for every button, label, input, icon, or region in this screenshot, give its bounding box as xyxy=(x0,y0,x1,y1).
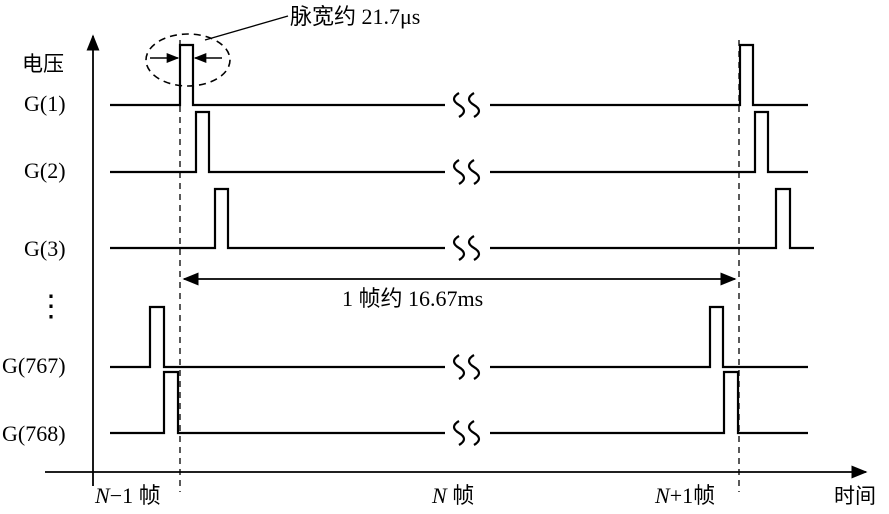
signal-label-g768: G(768) xyxy=(2,421,66,446)
x-axis-label: 时间 xyxy=(834,484,876,508)
waveform-g2 xyxy=(110,110,808,174)
frame-label-prev: N−1 帧 xyxy=(94,483,161,508)
signal-label-g767: G(767) xyxy=(2,353,66,378)
signal-label-g3: G(3) xyxy=(24,236,66,261)
ellipsis-mark: ⋮ xyxy=(36,290,66,323)
wavy-break-icon xyxy=(452,420,481,446)
pulse-width-highlight xyxy=(145,33,231,87)
frame-label-current: N 帧 xyxy=(431,483,474,508)
signal-label-g2: G(2) xyxy=(24,158,66,183)
signal-label-g1: G(1) xyxy=(24,91,66,116)
waveform-g767 xyxy=(110,305,808,369)
wavy-break-icon xyxy=(452,235,481,261)
wavy-break-icon xyxy=(452,92,481,118)
waveform-g1 xyxy=(110,43,808,107)
y-axis-label: 电压 xyxy=(22,52,64,76)
pulse-width-label: 脉宽约 21.7μs xyxy=(290,4,420,29)
waveform-g768 xyxy=(110,370,808,435)
frame-duration-label: 1 帧约 16.67ms xyxy=(342,286,483,311)
waveform-g3 xyxy=(110,187,814,250)
wavy-break-icon xyxy=(452,159,481,185)
wavy-break-icon xyxy=(452,354,481,380)
pulse-width-leader xyxy=(204,15,289,41)
frame-label-next: N+1帧 xyxy=(654,483,715,508)
